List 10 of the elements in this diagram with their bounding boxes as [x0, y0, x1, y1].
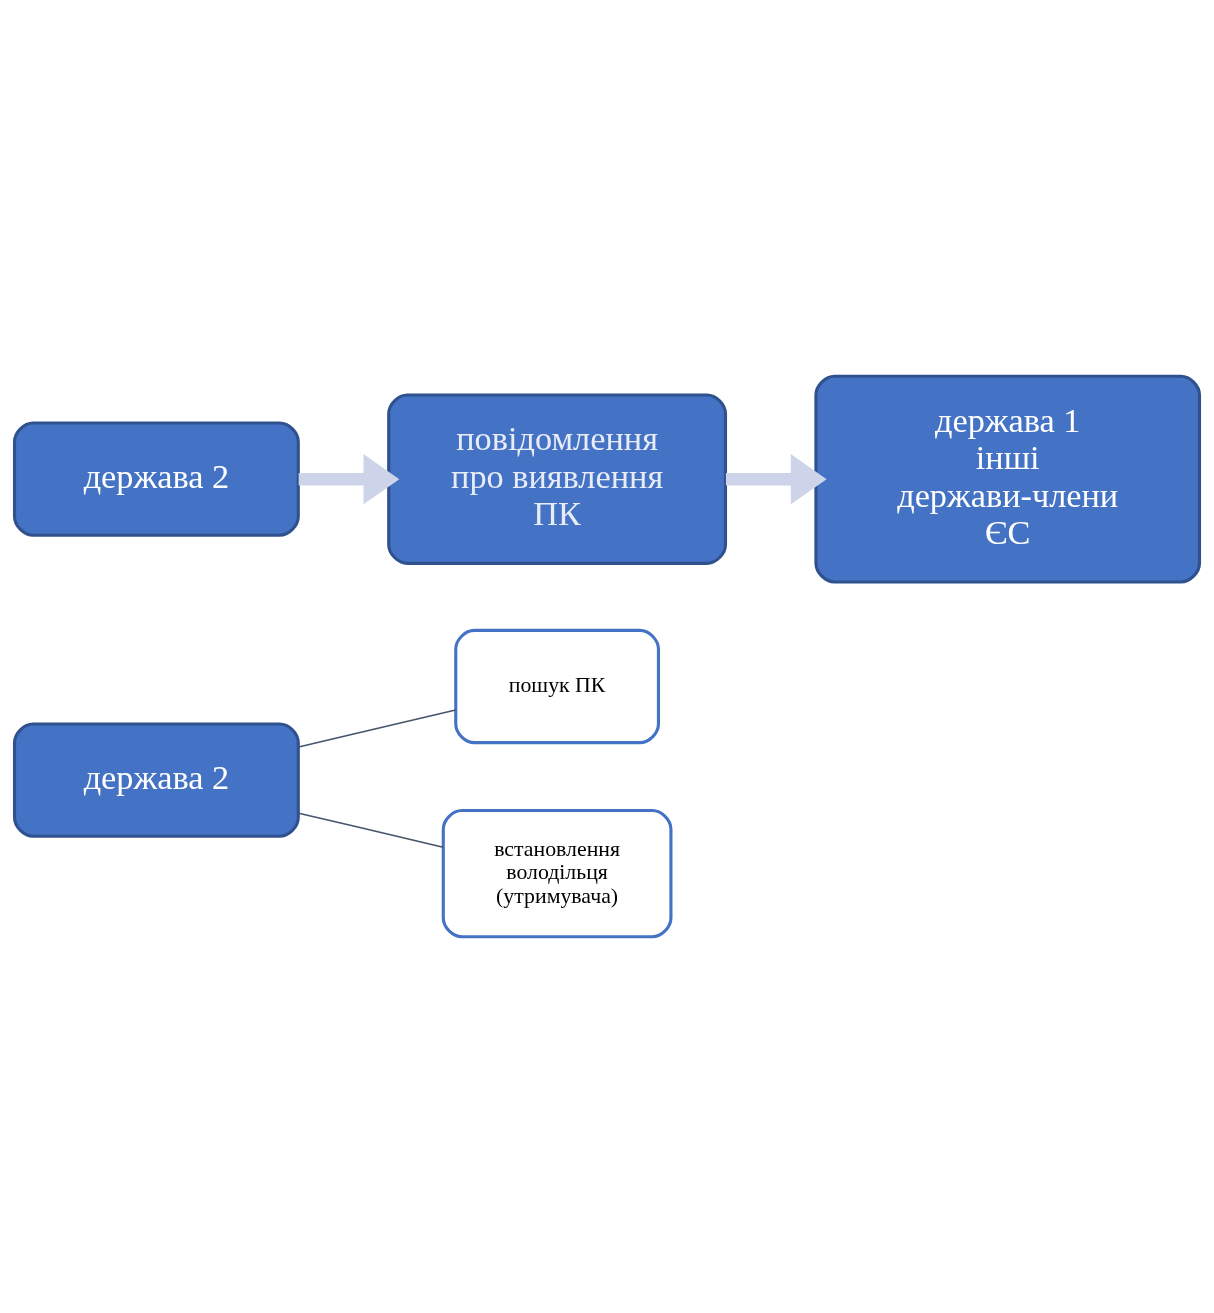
node-box: держава 1 інші держави-члени ЄС	[814, 374, 1202, 584]
arrow	[725, 454, 827, 505]
node-box: держава 2	[12, 722, 300, 838]
connector	[297, 812, 444, 848]
connector	[297, 709, 457, 748]
node-box: пошук ПК	[454, 628, 660, 745]
node-box: держава 2	[12, 421, 300, 537]
node-box: встановлення володільця (утримувача)	[441, 808, 673, 939]
node-box: повідомлення про виявлення ПК	[387, 393, 728, 565]
arrow	[298, 454, 400, 505]
